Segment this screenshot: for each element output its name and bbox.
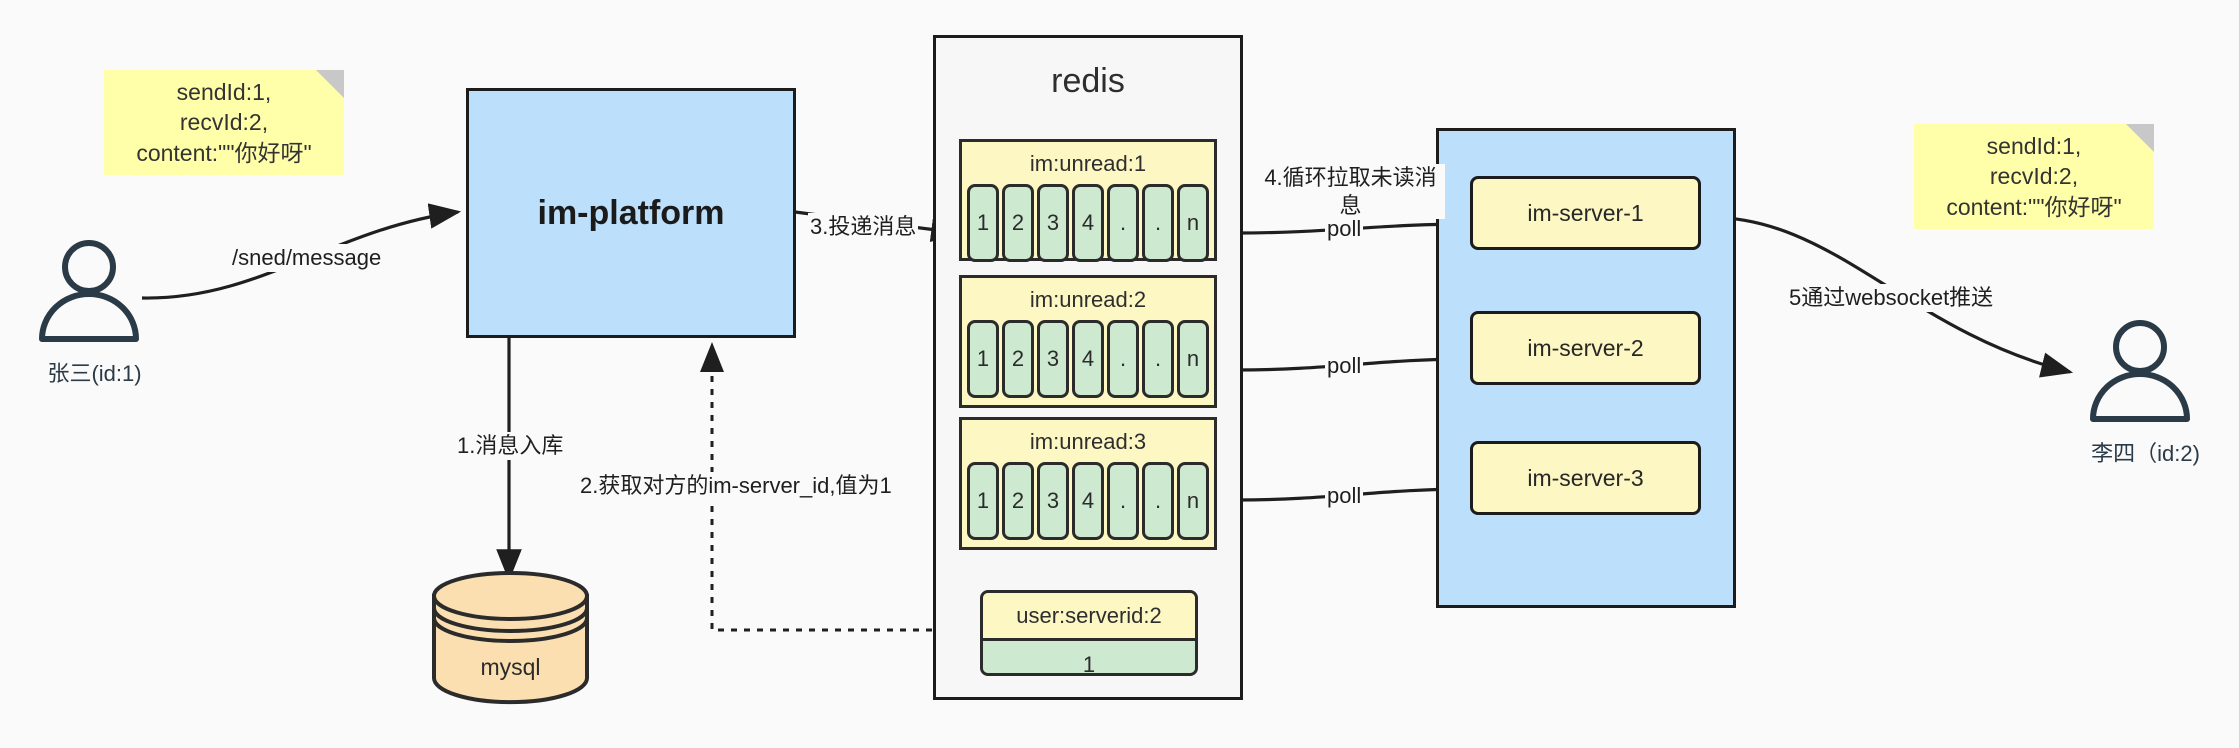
edge-label-poll-1: poll	[1325, 215, 1364, 243]
redis-kv-key: user:serverid:2	[983, 593, 1195, 638]
sticky-note-right-text: sendId:1, recvId:2, content:""你好呀"	[1946, 132, 2122, 220]
actor-receiver-label: 李四（id:2)	[2091, 441, 2200, 466]
redis-kv-user-serverid[interactable]: user:serverid:2 1	[980, 590, 1198, 676]
list-cell: .	[1107, 320, 1139, 398]
im-server-3-box[interactable]: im-server-3	[1470, 441, 1701, 515]
redis-list-3-cells: 1 2 3 4 . . n	[962, 462, 1214, 545]
redis-list-1-key: im:unread:1	[1029, 151, 1147, 176]
im-server-2-box[interactable]: im-server-2	[1470, 311, 1701, 385]
edge-label-send-message: /sned/message	[230, 244, 384, 272]
actor-sender: 张三(id:1)	[22, 240, 167, 388]
list-cell: 2	[1002, 320, 1034, 398]
list-cell: .	[1142, 320, 1174, 398]
list-cell: .	[1142, 462, 1174, 540]
redis-list-2-cells: 1 2 3 4 . . n	[962, 320, 1214, 403]
list-cell: 4	[1072, 320, 1104, 398]
list-cell: 2	[1002, 462, 1034, 540]
mysql-database[interactable]: mysql	[428, 570, 593, 705]
mysql-label: mysql	[480, 654, 541, 680]
redis-kv-value: 1	[983, 638, 1195, 673]
list-cell: n	[1177, 184, 1209, 262]
sticky-note-left-text: sendId:1, recvId:2, content:""你好呀"	[136, 78, 312, 166]
note-fold-corner-icon	[2126, 124, 2154, 152]
list-cell: 1	[967, 184, 999, 262]
im-platform-box[interactable]: im-platform	[466, 88, 796, 338]
redis-list-2-key: im:unread:2	[1029, 287, 1147, 312]
redis-list-1-cells: 1 2 3 4 . . n	[962, 184, 1214, 267]
database-cylinder-icon	[432, 571, 589, 705]
list-cell: .	[1107, 462, 1139, 540]
im-server-2-label: im-server-2	[1527, 334, 1644, 361]
person-icon	[2090, 320, 2190, 422]
redis-title: redis	[1051, 62, 1125, 100]
sticky-note-left: sendId:1, recvId:2, content:""你好呀"	[104, 70, 344, 175]
edge-label-step4: 4.循环拉取未读消 息	[1256, 164, 1445, 219]
edge-label-step1: 1.消息入库	[455, 432, 566, 460]
redis-list-im-unread-1[interactable]: im:unread:1 1 2 3 4 . . n	[959, 139, 1217, 262]
list-cell: .	[1107, 184, 1139, 262]
im-server-3-label: im-server-3	[1527, 464, 1644, 491]
edge-label-step2: 2.获取对方的im-server_id,值为1	[578, 472, 894, 500]
list-cell: 3	[1037, 184, 1069, 262]
redis-list-im-unread-2[interactable]: im:unread:2 1 2 3 4 . . n	[959, 275, 1217, 408]
list-cell: n	[1177, 462, 1209, 540]
list-cell: .	[1142, 184, 1174, 262]
im-server-1-label: im-server-1	[1527, 199, 1644, 226]
edge-label-poll-2: poll	[1325, 352, 1364, 380]
list-cell: 4	[1072, 462, 1104, 540]
actor-sender-label: 张三(id:1)	[47, 361, 142, 386]
person-icon	[39, 240, 139, 342]
edge-label-step3: 3.投递消息	[808, 213, 919, 241]
actor-receiver: 李四（id:2)	[2073, 320, 2218, 468]
im-server-1-box[interactable]: im-server-1	[1470, 176, 1701, 250]
list-cell: 2	[1002, 184, 1034, 262]
redis-list-3-key: im:unread:3	[1029, 429, 1147, 454]
edge-label-step5: 5通过websocket推送	[1787, 284, 1996, 312]
edge-label-poll-3: poll	[1325, 482, 1364, 510]
list-cell: 3	[1037, 462, 1069, 540]
im-platform-label: im-platform	[537, 193, 725, 232]
list-cell: 4	[1072, 184, 1104, 262]
im-server-cluster[interactable]: im-server-1 im-server-2 im-server-3	[1436, 128, 1736, 608]
list-cell: 1	[967, 320, 999, 398]
list-cell: 3	[1037, 320, 1069, 398]
sticky-note-right: sendId:1, recvId:2, content:""你好呀"	[1914, 124, 2154, 229]
redis-list-im-unread-3[interactable]: im:unread:3 1 2 3 4 . . n	[959, 417, 1217, 550]
note-fold-corner-icon	[316, 70, 344, 98]
list-cell: 1	[967, 462, 999, 540]
list-cell: n	[1177, 320, 1209, 398]
